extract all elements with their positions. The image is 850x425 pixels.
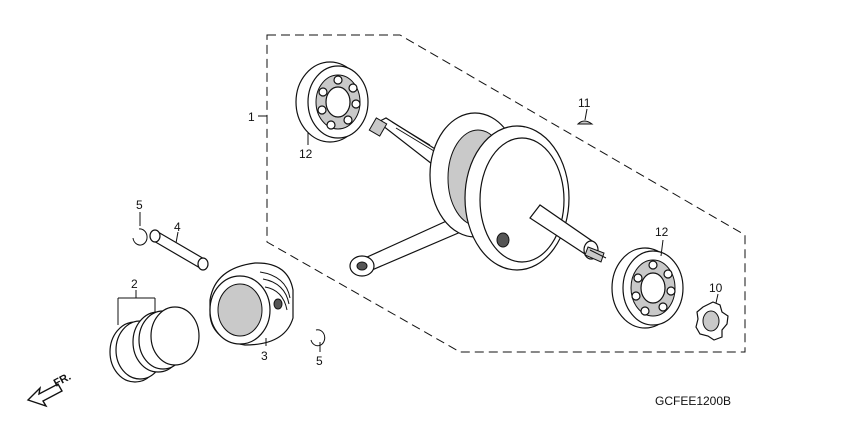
assembly-boundary [266,34,746,353]
piston-ring-set [109,306,200,383]
bearing-upper [295,61,369,143]
timing-sprocket [695,301,729,341]
callout-2: 2 [131,277,138,291]
piston-pin-clip-upper [132,228,148,246]
piston-pin [149,229,209,271]
callout-5-lower: 5 [316,354,323,368]
callout-12-upper: 12 [299,147,313,161]
callout-1: 1 [248,110,255,124]
bearing-lower [611,247,684,329]
diagram-code: GCFEE1200B [655,394,731,408]
callout-4: 4 [174,220,181,234]
callout-10: 10 [709,281,723,295]
crankshaft [349,112,607,277]
woodruff-key [576,120,594,125]
piston [209,262,294,346]
leader-lines [117,108,719,352]
callout-3: 3 [261,349,268,363]
front-direction-arrow: FR. [26,371,73,408]
callout-5-upper: 5 [136,198,143,212]
callout-12-lower: 12 [655,225,669,239]
front-indicator-label: FR. [52,371,73,390]
callout-11: 11 [578,96,591,110]
piston-pin-clip-lower [310,329,326,347]
